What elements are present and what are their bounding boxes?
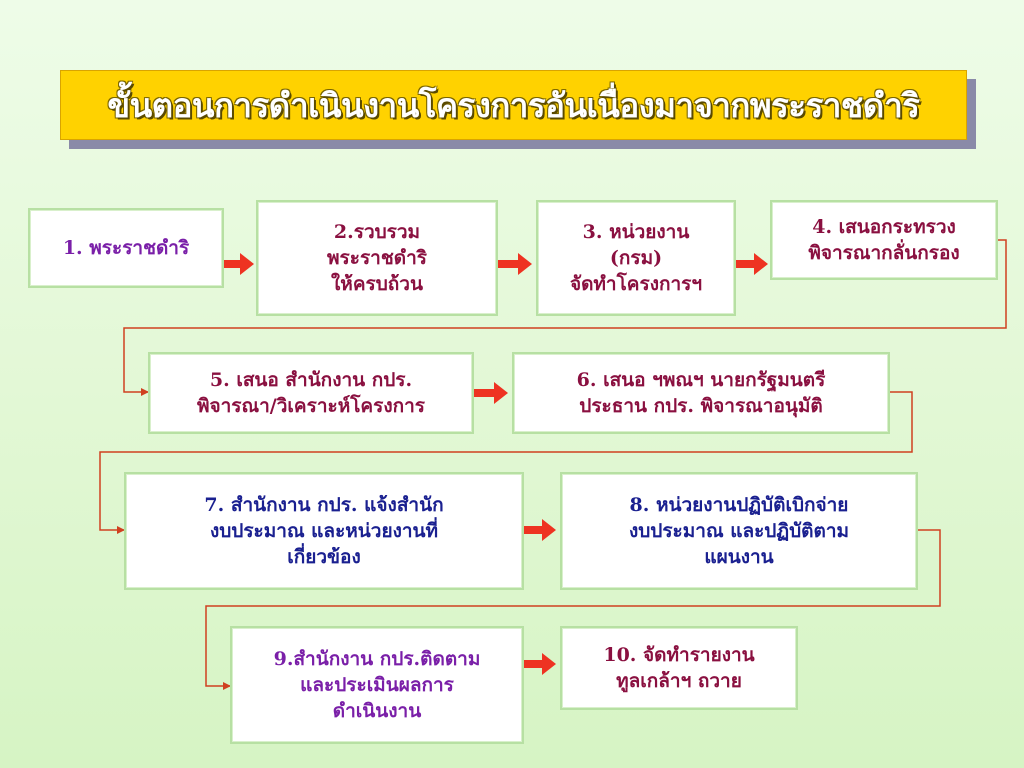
step-8-line-3: แผนงาน: [704, 546, 774, 568]
step-8-line-2: งบประมาณ และปฏิบัติตาม: [628, 520, 850, 542]
connector-4-to-5: [123, 239, 1007, 396]
arrow-1-to-2: [224, 253, 254, 275]
connector-8-to-9: [205, 529, 941, 690]
step-7-box: 7. สำนักงาน กปร. แจ้งสำนัก งบประมาณ และห…: [124, 472, 524, 590]
arrow-9-to-10: [524, 653, 556, 675]
step-10-line-1: 10. จัดทำรายงาน: [603, 644, 755, 666]
step-2-line-3: ให้ครบถ้วน: [331, 273, 423, 295]
step-6-box: 6. เสนอ ฯพณฯ นายกรัฐมนตรี ประธาน กปร. พิ…: [512, 352, 890, 434]
step-8-box: 8. หน่วยงานปฏิบัติเบิกจ่าย งบประมาณ และป…: [560, 472, 918, 590]
step-2-box: 2.รวบรวม พระราชดำริ ให้ครบถ้วน: [256, 200, 498, 316]
connector-6-to-7: [99, 391, 913, 534]
arrow-2-to-3: [498, 253, 532, 275]
step-10-box: 10. จัดทำรายงาน ทูลเกล้าฯ ถวาย: [560, 626, 798, 710]
step-4-line-1: 4. เสนอกระทรวง: [812, 216, 956, 238]
step-6-line-2: ประธาน กปร. พิจารณาอนุมัติ: [579, 395, 823, 417]
step-9-line-2: และประเมินผลการ: [300, 674, 454, 696]
step-7-line-2: งบประมาณ และหน่วยงานที่: [209, 520, 439, 542]
title-banner: ขั้นตอนการดำเนินงานโครงการอันเนื่องมาจาก…: [60, 70, 967, 140]
step-5-line-1: 5. เสนอ สำนักงาน กปร.: [209, 369, 413, 391]
step-1-line-1: 1. พระราชดำริ: [62, 237, 190, 259]
step-9-box: 9.สำนักงาน กปร.ติดตาม และประเมินผลการ ดำ…: [230, 626, 524, 744]
step-8-line-1: 8. หน่วยงานปฏิบัติเบิกจ่าย: [629, 494, 849, 516]
step-3-box: 3. หน่วยงาน (กรม) จัดทำโครงการฯ: [536, 200, 736, 316]
step-3-line-3: จัดทำโครงการฯ: [569, 273, 703, 295]
step-4-line-2: พิจารณากลั่นกรอง: [808, 242, 960, 264]
arrow-5-to-6: [474, 382, 508, 404]
page-title: ขั้นตอนการดำเนินงานโครงการอันเนื่องมาจาก…: [107, 85, 920, 125]
step-4-box: 4. เสนอกระทรวง พิจารณากลั่นกรอง: [770, 200, 998, 280]
step-5-box: 5. เสนอ สำนักงาน กปร. พิจารณา/วิเคราะห์โ…: [148, 352, 474, 434]
arrow-7-to-8: [524, 519, 556, 541]
step-3-line-2: (กรม): [609, 247, 663, 269]
step-1-box: 1. พระราชดำริ: [28, 208, 224, 288]
step-2-line-2: พระราชดำริ: [327, 247, 427, 269]
step-9-line-1: 9.สำนักงาน กปร.ติดตาม: [273, 648, 481, 670]
step-10-line-2: ทูลเกล้าฯ ถวาย: [616, 670, 742, 692]
step-3-line-1: 3. หน่วยงาน: [582, 221, 690, 243]
step-2-line-1: 2.รวบรวม: [333, 221, 421, 243]
step-9-line-3: ดำเนินงาน: [332, 700, 422, 722]
step-5-line-2: พิจารณา/วิเคราะห์โครงการ: [196, 395, 426, 417]
step-7-line-3: เกี่ยวข้อง: [287, 546, 361, 568]
arrow-3-to-4: [736, 253, 768, 275]
step-6-line-1: 6. เสนอ ฯพณฯ นายกรัฐมนตรี: [576, 369, 826, 391]
step-7-line-1: 7. สำนักงาน กปร. แจ้งสำนัก: [204, 494, 444, 516]
